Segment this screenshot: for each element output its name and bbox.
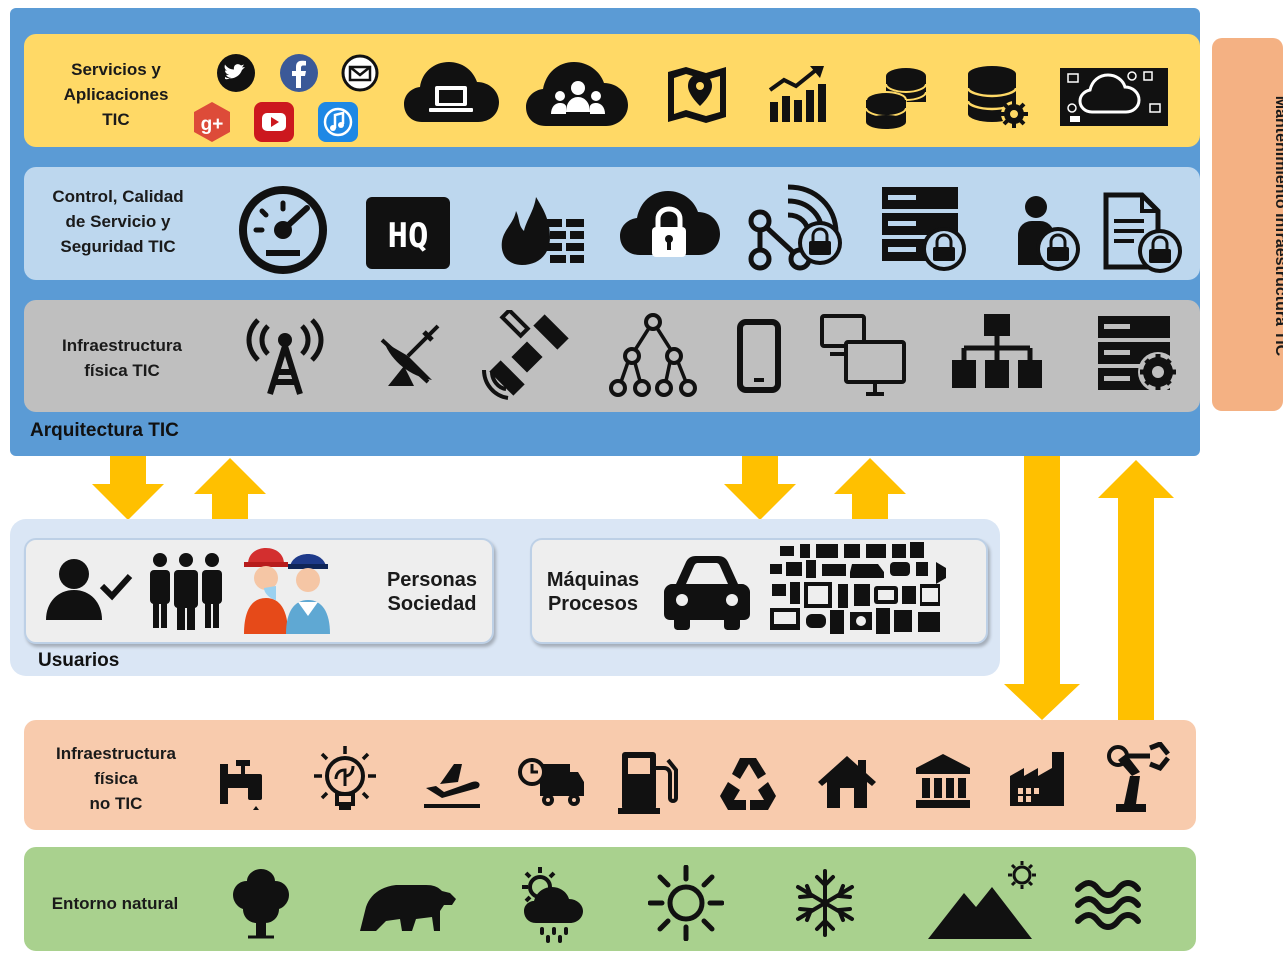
speedometer-icon [239, 186, 327, 274]
fuel-pump-icon [618, 752, 678, 814]
server-gear-icon [1098, 316, 1178, 392]
cloud-devices-icon [1060, 68, 1168, 126]
eco-bulb-icon [314, 746, 376, 810]
house-icon [818, 756, 876, 808]
services-label: Servicios y Aplicaciones TIC [63, 60, 169, 129]
music-icon [318, 102, 358, 142]
group-icon [150, 553, 222, 630]
infra-label: Infraestructura física TIC [62, 336, 182, 380]
arrow-down-long [1004, 456, 1080, 720]
factory-icon [1010, 752, 1064, 806]
maquinas-card: Máquinas Procesos [530, 538, 988, 644]
nature-band: Entorno natural [24, 847, 1196, 951]
architecture-label: Arquitectura TIC [30, 420, 179, 441]
personas-card: Personas Sociedad [24, 538, 494, 644]
hq-icon: HQ [366, 197, 450, 269]
network-lock-icon [748, 184, 842, 271]
database-gear-icon [966, 66, 1028, 128]
delivery-truck-icon [518, 758, 584, 806]
antenna-tower-icon [246, 318, 324, 395]
sun-icon [648, 865, 724, 941]
arrow-up-users-left [194, 458, 266, 520]
firewall-icon [501, 197, 584, 265]
robot-arm-icon [1107, 742, 1170, 812]
svg-text:HQ: HQ [388, 216, 429, 256]
water-waves-icon [1075, 880, 1141, 930]
services-band: Servicios y Aplicaciones TIC g+ [24, 34, 1200, 147]
cloud-laptop-icon [404, 62, 499, 122]
document-lock-icon [1103, 192, 1182, 273]
mountain-icon [928, 861, 1036, 939]
computers-icon [820, 314, 906, 396]
arrow-up-users-right [834, 458, 906, 520]
maquinas-label: Máquinas Procesos [546, 569, 640, 615]
personas-label: Personas Sociedad [386, 569, 478, 615]
satellite-icon [482, 310, 569, 400]
svg-text:g+: g+ [201, 114, 224, 135]
satellite-dish-icon [380, 324, 440, 386]
facebook-icon [280, 54, 318, 92]
non-ict-label: Infraestructura física no TIC [56, 744, 176, 813]
airplane-icon [424, 764, 480, 808]
twitter-icon [217, 54, 255, 92]
nature-label: Entorno natural [51, 894, 179, 913]
map-pin-icon [668, 67, 726, 123]
snowflake-icon [796, 869, 854, 937]
control-band: Control, Calidad de Servicio y Seguridad… [24, 167, 1200, 280]
network-tree-icon [609, 313, 697, 397]
coins-icon [865, 68, 927, 129]
arrow-up-long [1098, 460, 1174, 722]
weather-icon [522, 867, 583, 943]
server-lock-icon [882, 187, 966, 271]
recycle-icon [720, 758, 776, 810]
professionals-icon [244, 548, 330, 634]
management-bar: Gestión, Operación, Administración y Man… [1212, 38, 1283, 411]
control-label: Control, Calidad de Servicio y Seguridad… [52, 187, 184, 256]
user-check-icon [46, 559, 133, 620]
email-icon [341, 54, 379, 92]
youtube-icon [254, 102, 294, 142]
arrow-down-users-left [92, 456, 164, 520]
water-tap-icon [220, 760, 262, 810]
growth-chart-icon [768, 66, 826, 122]
bank-icon [916, 754, 970, 808]
user-lock-icon [1018, 196, 1080, 271]
non-ict-band: Infraestructura física no TIC [24, 720, 1196, 830]
smartphone-icon [737, 319, 781, 393]
infra-band: Infraestructura física TIC [24, 300, 1200, 412]
lan-icon [952, 314, 1042, 388]
google-plus-icon: g+ [194, 102, 230, 142]
cloud-users-icon [526, 62, 628, 126]
car-icon [664, 556, 750, 630]
bear-icon [360, 885, 456, 931]
arrow-down-users-right [724, 456, 796, 520]
cloud-lock-icon [620, 191, 720, 257]
users-label: Usuarios [38, 650, 120, 671]
tree-icon [233, 869, 289, 939]
management-label: Gestión, Operación, Administración y Man… [1272, 95, 1283, 357]
devices-collage-icon [770, 542, 946, 634]
